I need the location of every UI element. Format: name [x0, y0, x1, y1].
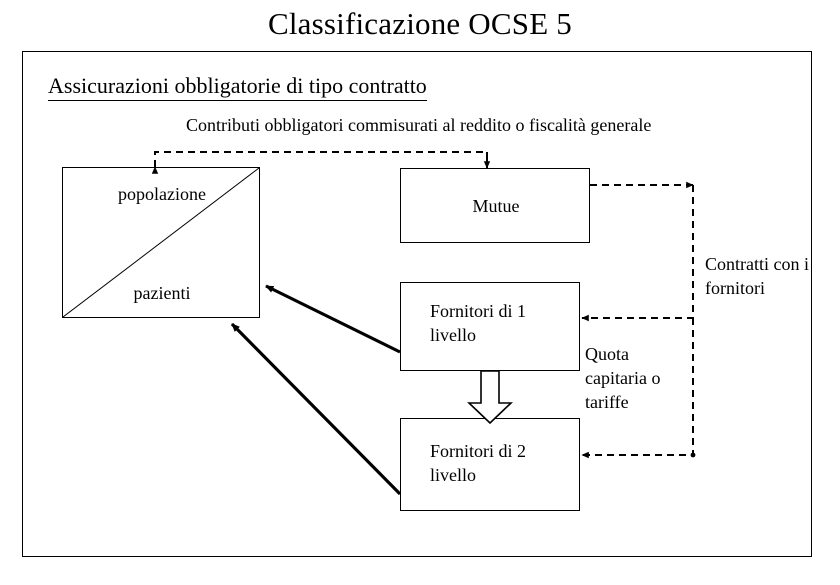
edge-label-contratti-fornitori: Contratti con i fornitori [705, 254, 809, 298]
diagram-subtitle: Assicurazioni obbligatorie di tipo contr… [48, 73, 427, 101]
page-title: Classificazione OCSE 5 [267, 6, 573, 41]
box-fornitori-1-livello[interactable]: Fornitori di 1 livello [400, 282, 580, 371]
box-popolazione[interactable]: popolazione pazienti [62, 167, 260, 318]
box-popolazione-lower-label: pazienti [133, 283, 191, 303]
box-fornitori-2-livello-label: Fornitori di 2 livello [430, 441, 527, 485]
box-mutue[interactable]: Mutue [400, 168, 590, 243]
box-fornitori-2-livello[interactable]: Fornitori di 2 livello [400, 418, 580, 511]
box-popolazione-upper-label: popolazione [118, 184, 206, 204]
diagram-frame [22, 51, 812, 557]
edge-label-quota-capitaria: Quota capitaria o tariffe [585, 344, 661, 412]
box-fornitori-1-livello-label: Fornitori di 1 livello [430, 301, 527, 345]
top-flow-label: Contributi obbligatori commisurati al re… [186, 115, 652, 135]
diagonal-divider-line [63, 168, 259, 317]
box-mutue-label: Mutue [472, 196, 520, 216]
